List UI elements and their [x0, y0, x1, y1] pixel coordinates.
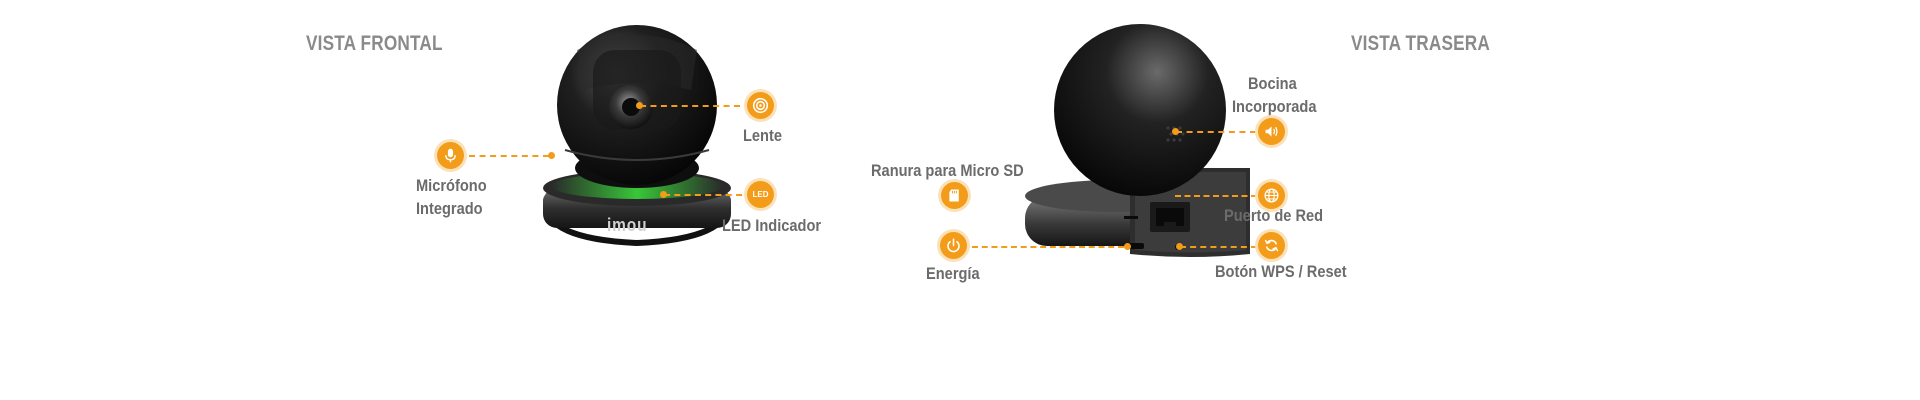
front-view-heading: VISTA FRONTAL	[306, 32, 443, 55]
speaker-label-line1: Bocina	[1248, 74, 1297, 93]
back-view-heading: VISTA TRASERA	[1351, 32, 1490, 55]
sd-slot-badge	[941, 182, 968, 209]
lens-badge	[747, 92, 774, 119]
led-badge: LED	[747, 181, 774, 208]
speaker-badge	[1258, 118, 1285, 145]
led-label: LED Indicador	[722, 216, 822, 235]
network-connector	[1175, 195, 1257, 197]
wps-label: Botón WPS / Reset	[1215, 262, 1347, 281]
led-badge-text: LED	[752, 190, 769, 199]
led-pointer-dot	[660, 191, 667, 198]
lens-connector	[640, 105, 740, 107]
wps-connector	[1180, 246, 1257, 248]
lens-pointer-dot	[636, 102, 643, 109]
microphone-badge	[437, 142, 464, 169]
power-pointer-dot	[1124, 243, 1131, 250]
lens-icon	[752, 97, 769, 114]
power-label: Energía	[926, 264, 980, 283]
reset-icon	[1264, 239, 1279, 252]
power-connector	[972, 246, 1124, 248]
microphone-connector	[469, 155, 549, 157]
network-badge	[1258, 182, 1285, 209]
microphone-icon	[445, 148, 456, 163]
microphone-label-line1: Micrófono	[416, 176, 487, 195]
network-label: Puerto de Red	[1224, 206, 1324, 225]
led-connector	[664, 194, 742, 196]
speaker-connector	[1176, 131, 1256, 133]
speaker-label-line2: Incorporada	[1232, 97, 1317, 116]
speaker-icon	[1265, 126, 1278, 137]
power-icon	[947, 238, 960, 253]
wps-badge	[1258, 232, 1285, 259]
microphone-pointer-dot	[548, 152, 555, 159]
sd-card-icon	[949, 189, 959, 202]
globe-icon	[1264, 188, 1279, 203]
lens-label: Lente	[743, 126, 782, 145]
front-brand-logo: imou	[607, 215, 648, 235]
power-badge	[940, 232, 967, 259]
sd-slot-label: Ranura para Micro SD	[871, 161, 1024, 180]
back-camera-image	[1025, 24, 1250, 257]
microphone-label-line2: Integrado	[416, 199, 483, 218]
wps-pointer-dot	[1176, 243, 1183, 250]
speaker-pointer-dot	[1172, 128, 1179, 135]
